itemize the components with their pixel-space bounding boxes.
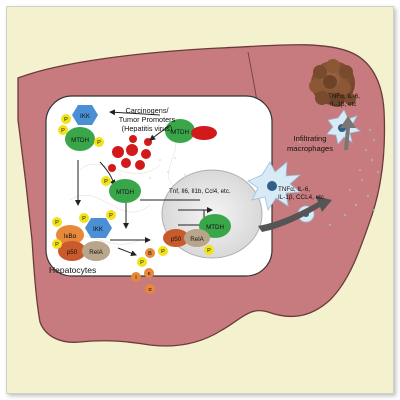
ikba-degradation <box>131 248 155 294</box>
rela-label: RelA <box>89 249 103 256</box>
phospho-label: P <box>61 128 65 134</box>
svg-text:TNFα, IL-6,: TNFα, IL-6, <box>328 93 360 100</box>
cytokines-bottom-label: TNFα, IL-6, IL-1β, CCL4, etc <box>278 186 324 201</box>
svg-text:IL-1β, CCL4, etc: IL-1β, CCL4, etc <box>278 194 324 201</box>
svg-text:IL-1β, etc: IL-1β, etc <box>330 101 356 108</box>
svg-text:Tumor Promoters: Tumor Promoters <box>119 115 176 124</box>
tumor-mass <box>309 59 356 107</box>
carcinogen-label: Carcinogens/ Tumor Promoters (Hepatitis … <box>119 106 176 133</box>
macrophage-bottom <box>247 161 302 211</box>
infiltration-arrow-bottom <box>258 196 332 232</box>
cytokines-top-label: TNFα, IL-6, IL-1β, etc <box>328 93 360 108</box>
phospho-label: P <box>207 248 211 254</box>
rela-label-nuclear: RelA <box>190 236 204 243</box>
phospho-label: P <box>97 140 101 146</box>
degradation-letter: B <box>148 251 152 257</box>
phospho-label: P <box>140 260 144 266</box>
svg-text:(Hepatitis virus): (Hepatitis virus) <box>122 124 173 133</box>
hepatocytes-label: Hepatocytes <box>49 265 96 275</box>
mtdh-label-nuclear: MTDH <box>206 224 224 231</box>
nuclear-nfkb-complex <box>158 214 231 256</box>
mtdh-label-top: MTDH <box>71 137 89 144</box>
mtdh-label-cytoplasmic: MTDH <box>116 189 134 196</box>
nfkb-ikba-complex <box>52 210 116 261</box>
cytokine-particles <box>294 129 379 226</box>
p50-label-nuclear: p50 <box>171 236 182 243</box>
ikba-label: IκBα <box>64 233 77 240</box>
red-ligand <box>191 126 217 140</box>
svg-text:TNFα, IL-6,: TNFα, IL-6, <box>278 186 310 193</box>
svg-text:Carcinogens/: Carcinogens/ <box>126 106 170 115</box>
infiltration-arrow-top <box>340 116 356 150</box>
ikk-complex-top <box>58 105 104 151</box>
phospho-label: P <box>109 213 113 219</box>
phospho-label: P <box>64 117 68 123</box>
red-particles <box>108 135 152 172</box>
degradation-letter: I <box>135 275 137 281</box>
p50-label: p50 <box>67 249 78 256</box>
phospho-label: P <box>161 249 165 255</box>
mtdh-cytoplasmic <box>101 176 141 203</box>
degradation-letter: α <box>148 287 152 293</box>
phospho-label: P <box>82 216 86 222</box>
phospho-label: P <box>55 220 59 226</box>
mtdh-extracellular <box>165 119 195 143</box>
ikk-label-top: IKK <box>80 113 91 120</box>
svg-text:Infiltrating: Infiltrating <box>294 134 327 143</box>
phospho-label: P <box>55 242 59 248</box>
degradation-letter: κ <box>148 271 151 277</box>
phospho-label: P <box>104 179 108 185</box>
target-genes-label: Tnf, Il6, Il1b, Ccl4, etc. <box>169 188 231 195</box>
svg-text:macrophages: macrophages <box>287 144 333 153</box>
ikk-label-bottom: IKK <box>93 226 104 233</box>
macrophage-label: Infiltrating macrophages <box>287 134 333 153</box>
mtdh-label-extracellular: MTDH <box>171 129 189 136</box>
